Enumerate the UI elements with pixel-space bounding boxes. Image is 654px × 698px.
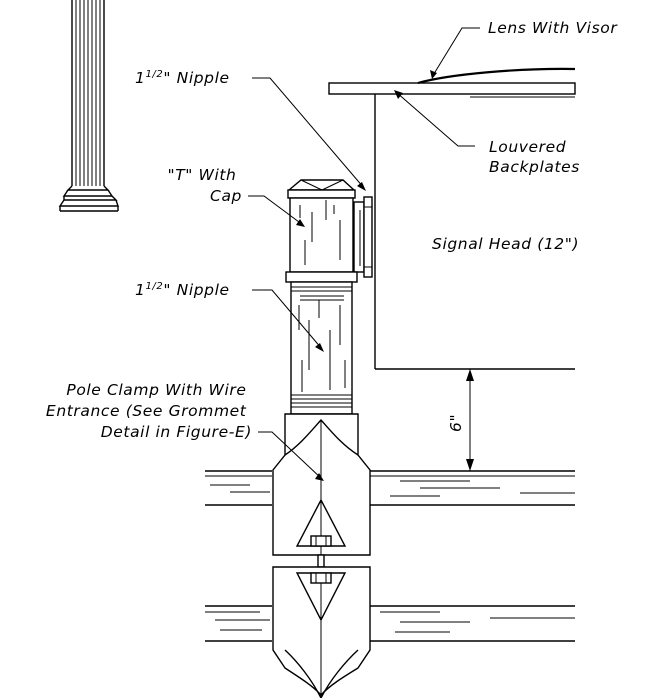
- label-lens-with-visor: Lens With Visor: [488, 19, 618, 37]
- side-coupling: [353, 196, 373, 278]
- label-nipple-mid: 11/2" Nipple: [135, 281, 230, 299]
- pole-outline: [205, 470, 575, 642]
- lens-visor: [417, 67, 576, 85]
- dimension-6-inch: 6": [447, 369, 474, 471]
- dimension-6-label: 6": [447, 414, 465, 432]
- label-nipple-top: 11/2" Nipple: [135, 69, 230, 87]
- fluted-column-detail: [58, 0, 119, 212]
- lower-pole-clamp: [272, 566, 371, 698]
- label-signal-head: Signal Head (12"): [432, 235, 579, 253]
- label-louvered-backplates: Louvered Backplates: [489, 138, 580, 176]
- t-fitting-with-cap: [285, 179, 358, 283]
- label-pole-clamp: Pole Clamp With Wire Entrance (See Gromm…: [46, 381, 252, 441]
- upper-pole-clamp: [272, 413, 371, 556]
- label-t-with-cap: "T" With Cap: [167, 166, 242, 205]
- leader-lines: [248, 27, 480, 481]
- clamp-bolt: [317, 554, 325, 568]
- signal-head-body: [374, 94, 575, 370]
